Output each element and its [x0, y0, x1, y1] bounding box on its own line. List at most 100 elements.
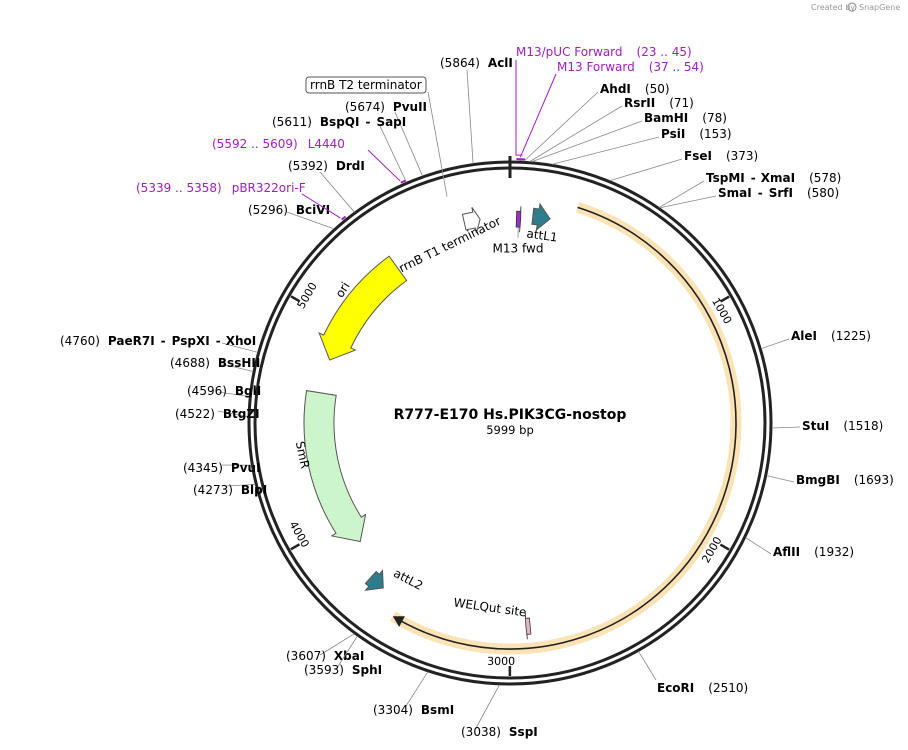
site-position: (3593): [304, 663, 344, 677]
site-name: BsmI: [421, 703, 454, 717]
site-fsei[interactable]: FseI(373): [684, 149, 758, 163]
site-text: TspMI-XmaI(578): [706, 171, 841, 185]
site-position: (1225): [831, 329, 871, 343]
site-text: (4596)BglI: [187, 384, 261, 398]
attL2-feature[interactable]: [364, 569, 384, 591]
site-name: TspMI: [706, 171, 745, 185]
site-text: BamHI(78): [644, 111, 727, 125]
site-ahdi[interactable]: AhdI(50): [600, 82, 670, 96]
site-name: AhdI: [600, 82, 631, 96]
site-leader-blpi: [225, 484, 256, 487]
insert-arc: [396, 206, 737, 650]
primer-labels-layer: M13/pUC Forward (23 .. 45)M13 Forward(37 …: [136, 45, 704, 221]
ori-feature[interactable]: [318, 255, 408, 361]
site-bmgbi[interactable]: BmgBI(1693): [796, 473, 894, 487]
m13fwd-feature[interactable]: [515, 206, 522, 233]
site-name: PsiI: [661, 127, 685, 141]
primer-name: pBR322ori-F: [232, 181, 306, 195]
tick-mark: [290, 543, 301, 551]
site-btgzi[interactable]: (4522)BtgZI: [175, 407, 260, 421]
site-pvui[interactable]: (4345)PvuI: [183, 461, 261, 475]
attL1-feature[interactable]: [531, 202, 551, 231]
site-name: BtgZI: [223, 407, 260, 421]
primer-range: (23 .. 45): [637, 45, 692, 59]
site-bamhi[interactable]: BamHI(78): [644, 111, 727, 125]
site-rsrii[interactable]: RsrII(71): [624, 96, 694, 110]
site-sphi[interactable]: (3593)SphI: [304, 663, 382, 677]
site-text: (5611)BspQI-SapI: [272, 115, 406, 129]
smr-feature[interactable]: [303, 390, 367, 543]
site-tspmi[interactable]: TspMI-XmaI(578): [706, 171, 841, 185]
site-bgli[interactable]: (4596)BglI: [187, 384, 261, 398]
site-name: BlpI: [241, 483, 267, 497]
primer-text: M13/pUC Forward (23 .. 45): [516, 45, 692, 59]
boxed-label-leader: [427, 91, 448, 197]
site-smai[interactable]: SmaI-SrfI (580): [718, 186, 839, 200]
site-name-2: PspXI: [172, 334, 210, 348]
primer-l4440[interactable]: (5592 .. 5609)L4440: [212, 137, 406, 184]
site-bsshii[interactable]: (4688)BssHII: [170, 356, 260, 370]
site-leader-sphi: [336, 635, 358, 669]
site-name: BglI: [235, 384, 261, 398]
primer-m13-puc-forward[interactable]: M13/pUC Forward (23 .. 45): [515, 45, 692, 161]
site-position: (580): [807, 186, 839, 200]
boxed-label-rrnb-t2[interactable]: rrnB T2 terminator: [305, 76, 448, 197]
site-bspqi[interactable]: (5611)BspQI-SapI: [272, 115, 406, 129]
site-position: (4688): [170, 356, 210, 370]
site-leader-psii: [551, 136, 660, 165]
site-position: (153): [699, 127, 731, 141]
site-leader-rsrii: [529, 105, 623, 163]
primer-name: M13/pUC Forward: [516, 45, 623, 59]
site-bcivi[interactable]: (5296)BciVI: [248, 203, 330, 217]
site-blpi[interactable]: (4273)BlpI: [193, 483, 267, 497]
primer-range: (37 .. 54): [649, 60, 704, 74]
site-text: (3607)XbaI: [286, 649, 364, 663]
site-leader-sspi: [475, 684, 500, 729]
site-text: SmaI-SrfI (580): [718, 186, 839, 200]
boxed-labels-layer: rrnB T2 terminator: [305, 76, 448, 197]
site-leader-bsshii: [221, 363, 254, 372]
site-text: FseI(373): [684, 149, 758, 163]
site-paer7i[interactable]: (4760)PaeR7I-PspXI-XhoI: [60, 334, 256, 348]
snapgene-logo-icon: [847, 2, 857, 12]
site-text: (4273)BlpI: [193, 483, 267, 497]
site-position: (5392): [288, 159, 328, 173]
site-separator: -: [758, 186, 763, 200]
site-bsmi[interactable]: (3304)BsmI: [373, 703, 454, 717]
site-leader-bspqi: [379, 125, 407, 183]
site-position: (5864): [440, 56, 480, 70]
site-leader-bmgbi: [766, 475, 795, 483]
welqut-feature[interactable]: [524, 613, 532, 640]
site-separator: -: [161, 334, 166, 348]
site-separator: -: [365, 115, 370, 129]
site-position: (78): [702, 111, 727, 125]
site-leader-ecori: [638, 651, 657, 681]
primer-range: (5339 .. 5358): [136, 181, 222, 195]
site-sspi[interactable]: (3038)SspI: [461, 725, 538, 739]
site-text: RsrII(71): [624, 96, 694, 110]
site-ecori[interactable]: EcoRI(2510): [657, 681, 748, 695]
site-acli[interactable]: (5864)AclI: [440, 56, 513, 70]
site-psii[interactable]: PsiI (153): [661, 127, 732, 141]
site-alei[interactable]: AleI(1225): [791, 329, 871, 343]
site-xbai[interactable]: (3607)XbaI: [286, 649, 364, 663]
primer-pbr322ori-f[interactable]: (5339 .. 5358) pBR322ori-F: [136, 181, 347, 221]
primer-m13-forward[interactable]: M13 Forward(37 .. 54): [519, 60, 704, 161]
site-name: SspI: [509, 725, 538, 739]
primer-leader: [301, 193, 341, 219]
rrnb_t1-feature[interactable]: [461, 207, 481, 234]
site-name: PaeR7I: [108, 334, 155, 348]
site-name: SmaI: [718, 186, 752, 200]
site-drdi[interactable]: (5392)DrdI: [288, 159, 365, 173]
site-position: (71): [669, 96, 694, 110]
site-name: BciVI: [296, 203, 330, 217]
insert-arrowhead: [392, 616, 405, 627]
site-pvuii[interactable]: (5674)PvuII: [345, 100, 427, 114]
plasmid-size: 5999 bp: [486, 423, 534, 437]
site-name-2: SrfI: [769, 186, 793, 200]
site-aflii[interactable]: AflII(1932): [773, 545, 854, 559]
welqut-label: WELQut site: [453, 595, 528, 619]
site-leader-alei: [761, 338, 790, 350]
site-stui[interactable]: StuI(1518): [802, 419, 883, 433]
